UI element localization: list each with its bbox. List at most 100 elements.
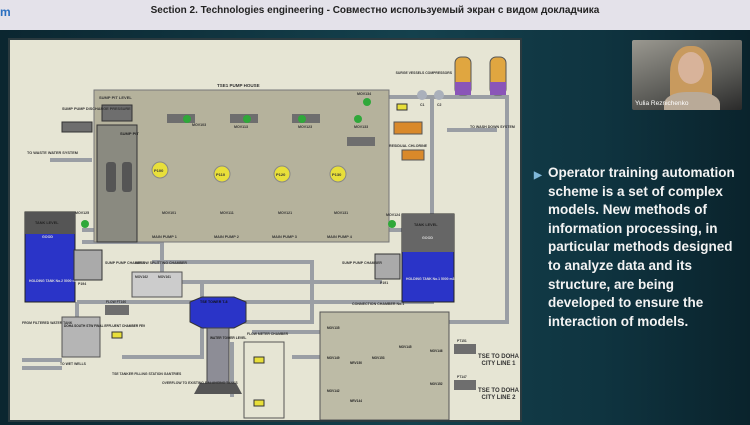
- title-bar: m Section 2. Technologies engineering - …: [0, 0, 750, 30]
- svg-text:MOV113: MOV113: [234, 125, 248, 129]
- svg-text:GOOD: GOOD: [422, 236, 433, 240]
- svg-text:P191: P191: [380, 281, 388, 285]
- valve-icon: [354, 115, 362, 123]
- sump-pit-level-label: SUMP PIT LEVEL: [99, 95, 132, 100]
- flow-display: [105, 305, 129, 315]
- svg-text:MOV145: MOV145: [399, 345, 412, 349]
- svg-text:INFLOW SPLITTING CHAMBER: INFLOW SPLITTING CHAMBER: [135, 261, 187, 265]
- svg-text:PT147: PT147: [457, 375, 467, 379]
- presenter-face: [678, 52, 704, 84]
- presenter-body: [664, 92, 720, 110]
- svg-text:FLOW FT160: FLOW FT160: [106, 300, 126, 304]
- svg-text:MOV153: MOV153: [372, 356, 385, 360]
- svg-text:MOV135: MOV135: [327, 326, 340, 330]
- svg-text:MOV111: MOV111: [220, 211, 234, 215]
- pump-icon: [213, 165, 231, 183]
- flow-meter-icon: [396, 103, 408, 111]
- line2-label: TSE TO DOHA CITY LINE 2: [478, 388, 519, 401]
- chlorine-unit: [393, 121, 423, 135]
- svg-text:C2: C2: [437, 103, 442, 107]
- water-tower-tank: [189, 296, 247, 329]
- doha-south-chamber: [61, 316, 101, 358]
- pressure-display: [61, 121, 93, 133]
- chlorine-display: [401, 149, 425, 161]
- svg-text:PT151: PT151: [457, 339, 467, 343]
- process-diagram: TSE1 PUMP HOUSE SUMP PIT LEVEL SUMP PIT …: [8, 38, 522, 422]
- svg-text:MOV133: MOV133: [354, 125, 368, 129]
- svg-text:MOV123: MOV123: [298, 125, 312, 129]
- svg-text:TANK LEVEL: TANK LEVEL: [35, 221, 59, 225]
- flow-meter-icon: [111, 331, 123, 339]
- valve-icon: [363, 98, 371, 106]
- svg-text:DOHA SOUTH STW FINAL EFFLUENT: DOHA SOUTH STW FINAL EFFLUENT CHAMBER FE…: [64, 324, 145, 328]
- svg-text:SUMP PUMP CHAMBER: SUMP PUMP CHAMBER: [105, 261, 145, 265]
- pump-p130: P130 MOV133 MOV131 MAIN PUMP 4: [327, 115, 375, 239]
- svg-text:GOOD: GOOD: [42, 235, 53, 239]
- svg-text:OVERFLOW TO EXISTING BALANCING: OVERFLOW TO EXISTING BALANCING TANKS: [162, 381, 238, 385]
- svg-text:MOV131: MOV131: [334, 211, 348, 215]
- svg-text:MOV103: MOV103: [192, 123, 206, 127]
- valve-icon: [183, 115, 191, 123]
- connection-chamber: [319, 311, 450, 420]
- main-pumps: P100 MOV103 MOV101 MAIN PUMP 1 P110 MOV1…: [151, 114, 375, 239]
- pump-house-label: TSE1 PUMP HOUSE: [217, 83, 260, 88]
- window-title: Section 2. Technologies engineering - Со…: [150, 5, 600, 16]
- pump-icon: [273, 165, 291, 183]
- svg-text:MOV162: MOV162: [135, 275, 148, 279]
- presenter-video[interactable]: Yulia Reznichenko: [632, 40, 742, 110]
- svg-text:NRV150: NRV150: [350, 361, 362, 365]
- valve-icon: [388, 220, 396, 228]
- svg-text:FLOW METER CHAMBER: FLOW METER CHAMBER: [247, 332, 289, 336]
- sump-chamber-2: [73, 249, 103, 281]
- pump-p120: P120 MOV123 MOV121 MAIN PUMP 3: [272, 114, 320, 239]
- svg-text:WATER TOWER LEVEL: WATER TOWER LEVEL: [210, 336, 246, 340]
- svg-text:TSE TANKER FILLING STATION GAN: TSE TANKER FILLING STATION GANTRIES: [112, 372, 182, 376]
- svg-text:MOV125: MOV125: [75, 211, 89, 215]
- svg-text:MOV101: MOV101: [162, 211, 176, 215]
- to-waste-label: TO WASTE WATER SYSTEM: [27, 151, 78, 155]
- svg-text:TANK LEVEL: TANK LEVEL: [414, 223, 438, 227]
- svg-text:MOV161: MOV161: [158, 275, 171, 279]
- pump-p110: P110 MOV113 MOV111 MAIN PUMP 2: [213, 114, 258, 239]
- line1-label: TSE TO DOHA CITY LINE 1: [478, 354, 519, 367]
- svg-text:MOV146: MOV146: [430, 349, 443, 353]
- svg-text:P120: P120: [276, 172, 286, 177]
- svg-text:CONNECTION CHAMBER No.1: CONNECTION CHAMBER No.1: [352, 302, 404, 306]
- svg-text:FROM FILTERED WATER TANK: FROM FILTERED WATER TANK: [22, 321, 73, 325]
- sump-pump-icon: [122, 162, 132, 192]
- svg-text:P110: P110: [216, 172, 226, 177]
- water-tower-base: [194, 383, 242, 394]
- svg-text:MOV124: MOV124: [386, 213, 400, 217]
- valve-icon: [81, 220, 89, 228]
- svg-text:HOLDING TANK No.1 5000 m3: HOLDING TANK No.1 5000 m3: [406, 277, 454, 281]
- sump-pump-icon: [106, 162, 116, 192]
- compressor-icon: [417, 90, 427, 100]
- svg-text:MAIN PUMP 4: MAIN PUMP 4: [327, 235, 353, 239]
- svg-text:MAIN PUMP 1: MAIN PUMP 1: [152, 235, 177, 239]
- pump-p100: P100 MOV103 MOV101 MAIN PUMP 1: [151, 114, 206, 239]
- triangle-bullet-icon: ▶: [534, 170, 542, 181]
- presenter-name: Yulia Reznichenko: [635, 100, 689, 107]
- compressor-icon: [434, 90, 444, 100]
- sump-chamber-1: [374, 253, 401, 280]
- svg-text:MAIN PUMP 3: MAIN PUMP 3: [272, 235, 297, 239]
- sump-level-display: [101, 104, 133, 122]
- svg-text:MOV134: MOV134: [357, 92, 371, 96]
- sump-pit-label: SUMP PIT: [120, 131, 139, 136]
- svg-text:TO WASH DOWN SYSTEM: TO WASH DOWN SYSTEM: [470, 125, 515, 129]
- sump-pressure-label: SUMP PUMP DISCHARGE PRESSURE: [62, 107, 131, 111]
- pump-house-area: [93, 89, 390, 243]
- pump-icon: [151, 161, 169, 179]
- slide-bullet: ▶ Operator training automation scheme is…: [534, 164, 738, 331]
- valve-icon: [298, 115, 306, 123]
- svg-text:MOV121: MOV121: [278, 211, 292, 215]
- svg-text:MOV152: MOV152: [430, 382, 443, 386]
- valve-icon: [243, 115, 251, 123]
- svg-text:RESIDUAL CHLORINE: RESIDUAL CHLORINE: [389, 144, 428, 148]
- bullet-text: Operator training automation scheme is a…: [548, 165, 735, 329]
- pt147-display: [454, 380, 476, 390]
- surge-label: SURGE VESSELS COMPRESSORS: [396, 71, 453, 75]
- svg-text:NRV144: NRV144: [350, 399, 362, 403]
- svg-text:TSE TOWER T-8: TSE TOWER T-8: [200, 300, 228, 304]
- flow-meter-chamber: [243, 341, 285, 419]
